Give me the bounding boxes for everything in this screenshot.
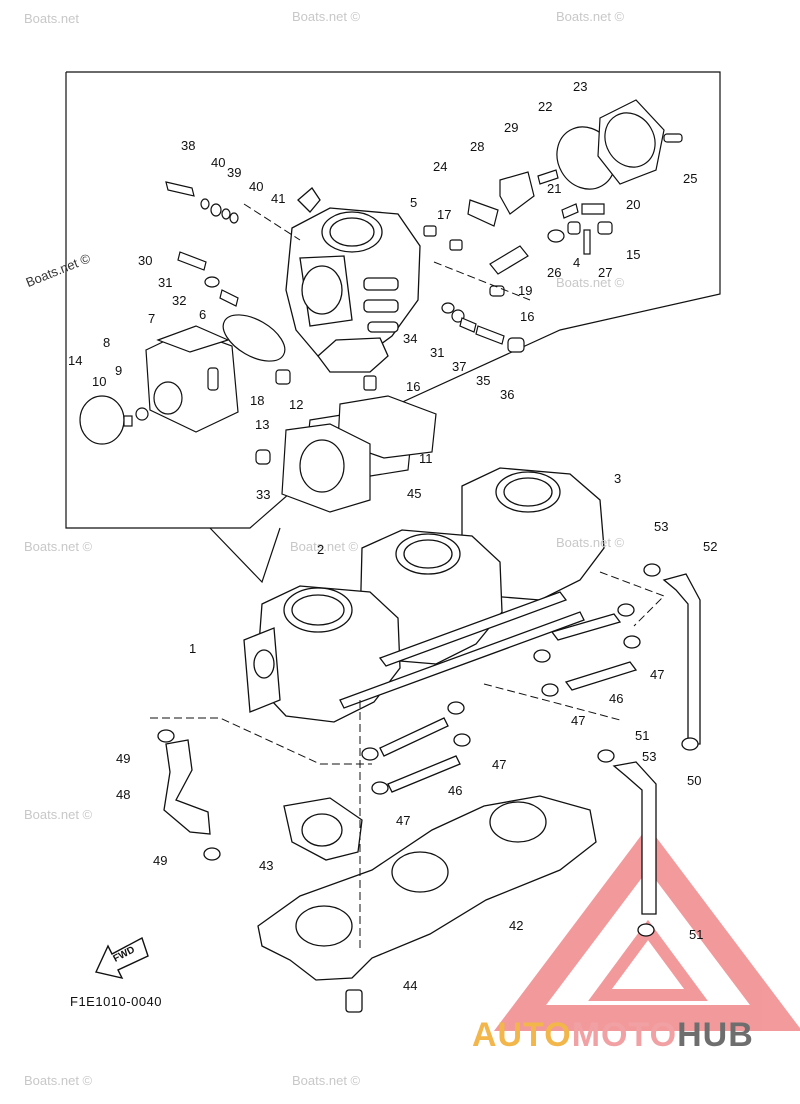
- part-label: 19: [518, 283, 533, 298]
- inset-frame: [65, 71, 721, 584]
- part-label: 28: [470, 139, 485, 154]
- part-label: 3: [614, 471, 622, 486]
- part-label: 53: [654, 519, 669, 534]
- part-label: 6: [199, 307, 207, 322]
- part-label: 23: [573, 79, 588, 94]
- part-label: 52: [703, 539, 718, 554]
- part-label: 1: [189, 641, 197, 656]
- part-label: 34: [403, 331, 418, 346]
- part-label: 16: [520, 309, 535, 324]
- part-label: 47: [492, 757, 507, 772]
- part-label: 4: [573, 255, 581, 270]
- part-label: 51: [689, 927, 704, 942]
- watermark: Boats.net ©: [556, 9, 625, 24]
- watermark: Boats.net ©: [24, 1073, 93, 1088]
- part-label: 14: [68, 353, 83, 368]
- main-carburetor-assembly: [243, 467, 605, 723]
- part-label: 20: [626, 197, 641, 212]
- part-label: 40: [249, 179, 264, 194]
- part-label: 24: [433, 159, 448, 174]
- part-label: 47: [571, 713, 586, 728]
- part-label: 9: [115, 363, 123, 378]
- part-label: 46: [448, 783, 463, 798]
- part-label: 17: [437, 207, 452, 222]
- part-label: 36: [500, 387, 515, 402]
- part-label: 46: [609, 691, 624, 706]
- part-label: 53: [642, 749, 657, 764]
- intake-manifold: [257, 795, 597, 1013]
- part-label: 35: [476, 373, 491, 388]
- part-label: 31: [430, 345, 445, 360]
- part-label: 45: [407, 486, 422, 501]
- part-label: 16: [406, 379, 421, 394]
- part-label: 27: [598, 265, 613, 280]
- brand-part-1: AUTO: [472, 1016, 572, 1054]
- part-label: 47: [650, 667, 665, 682]
- brand-wordmark: AUTOMOTOHUB: [472, 1018, 754, 1052]
- watermark: Boats.net ©: [292, 1073, 361, 1088]
- part-label: 39: [227, 165, 242, 180]
- part-label: 7: [148, 311, 156, 326]
- part-label: 49: [116, 751, 131, 766]
- watermark: Boats.net ©: [556, 535, 625, 550]
- part-label: 13: [255, 417, 270, 432]
- part-label: 32: [172, 293, 187, 308]
- diagram-code: F1E1010-0040: [70, 994, 163, 1009]
- brand-part-3: HUB: [677, 1016, 754, 1054]
- assembly-guide-lines: [150, 203, 665, 950]
- part-label: 43: [259, 858, 274, 873]
- part-label: 33: [256, 487, 271, 502]
- part-label: 15: [626, 247, 641, 262]
- part-label: 8: [103, 335, 111, 350]
- part-label: 29: [504, 120, 519, 135]
- watermark: Boats.net: [24, 11, 79, 26]
- part-label: 22: [538, 99, 553, 114]
- part-label: 25: [683, 171, 698, 186]
- part-label: 26: [547, 265, 562, 280]
- fwd-arrow: [95, 936, 149, 980]
- inset-small-parts: [79, 99, 683, 513]
- part-label: 12: [289, 397, 304, 412]
- part-label: 48: [116, 787, 131, 802]
- brand-triangle-logo: [493, 826, 800, 1031]
- brand-part-2: MOTO: [571, 1016, 678, 1054]
- watermark: Boats.net ©: [556, 275, 625, 290]
- part-label: 31: [158, 275, 173, 290]
- part-label: 11: [419, 451, 433, 466]
- part-label: 41: [271, 191, 286, 206]
- part-label: 49: [153, 853, 168, 868]
- part-label: 50: [687, 773, 702, 788]
- part-label: 30: [138, 253, 153, 268]
- hoses-and-clamps: [157, 563, 701, 937]
- watermark: Boats.net ©: [24, 807, 93, 822]
- part-label: 5: [410, 195, 418, 210]
- part-label: 18: [250, 393, 265, 408]
- part-label: 21: [547, 181, 562, 196]
- inset-carburetor-body: [285, 187, 421, 373]
- part-label: 37: [452, 359, 467, 374]
- part-label: 44: [403, 978, 418, 993]
- part-label: 47: [396, 813, 411, 828]
- part-label: 40: [211, 155, 226, 170]
- part-label: 42: [509, 918, 524, 933]
- watermark: Boats.net ©: [24, 539, 93, 554]
- part-label: 2: [317, 542, 325, 557]
- watermark: Boats.net ©: [290, 539, 359, 554]
- watermark: Boats.net ©: [292, 9, 361, 24]
- part-label: 51: [635, 728, 650, 743]
- part-label: 38: [181, 138, 196, 153]
- part-label: 10: [92, 374, 107, 389]
